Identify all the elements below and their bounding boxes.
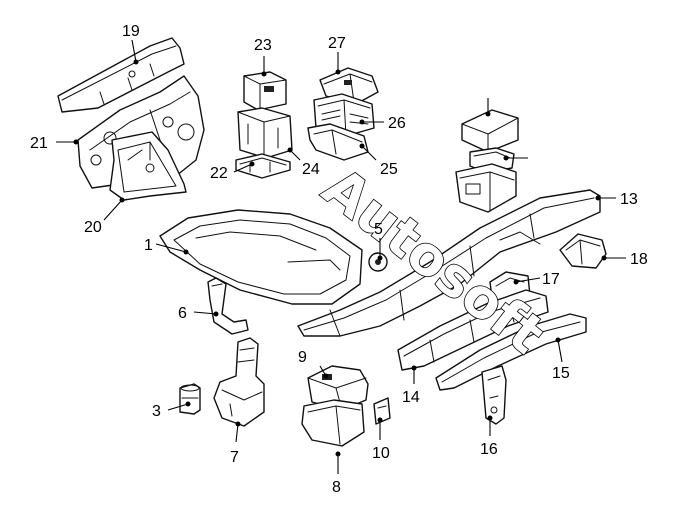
callout-10: 10 xyxy=(372,445,390,462)
callout-11: 13 xyxy=(620,191,638,208)
part-16-bracket xyxy=(559,233,607,269)
callout-6: 6 xyxy=(178,305,187,322)
part-18-insulation-panel xyxy=(109,131,187,201)
part-6-hose xyxy=(207,277,249,335)
part-8-tray xyxy=(301,399,365,447)
callout-25: 27 xyxy=(328,35,346,52)
callout-12: 14 xyxy=(402,389,420,406)
callout-23: 25 xyxy=(380,161,398,178)
leader-lines xyxy=(56,39,626,474)
part-5-fastener xyxy=(368,252,388,272)
callout-numbers: 19 21 20 22 23 24 27 26 25 1 5 13 18 17 … xyxy=(30,23,648,496)
callout-13: 15 xyxy=(552,365,570,382)
callout-17: 19 xyxy=(122,23,140,40)
part-26-control-unit xyxy=(461,109,519,153)
callout-8: 8 xyxy=(332,479,341,496)
callout-1: 1 xyxy=(144,237,153,254)
callout-22: 24 xyxy=(302,161,320,178)
callout-24: 26 xyxy=(388,115,406,132)
callout-16: 18 xyxy=(630,251,648,268)
part-20-relay-base xyxy=(235,153,291,179)
part-13-reinforcement xyxy=(435,313,587,391)
part-17-crossmember xyxy=(57,37,185,113)
callout-18: 20 xyxy=(84,219,102,236)
callout-14: 16 xyxy=(480,441,498,458)
callout-3: 3 xyxy=(152,403,161,420)
part-11-front-rail xyxy=(297,189,601,337)
part-22-relay-holder xyxy=(237,107,293,159)
callout-5: 5 xyxy=(374,221,383,238)
part-10-bracket xyxy=(373,397,391,425)
callout-20: 22 xyxy=(210,165,228,182)
callout-7: 7 xyxy=(230,449,239,466)
callout-19: 21 xyxy=(30,135,48,152)
callout-21: 23 xyxy=(254,37,272,54)
callout-15: 17 xyxy=(542,271,560,288)
part-7-reservoir xyxy=(213,337,265,427)
part-23-bracket xyxy=(307,123,369,161)
leader-dots xyxy=(73,59,607,457)
part-1-floor-pan xyxy=(159,209,363,305)
part-3-pump xyxy=(179,383,201,415)
callout-9: 9 xyxy=(298,349,307,366)
part-12-lower-rail xyxy=(397,289,549,371)
part-14-mounting-plate xyxy=(481,365,507,425)
part-21-relay xyxy=(243,71,287,111)
part-27-unit-bracket xyxy=(455,147,517,213)
